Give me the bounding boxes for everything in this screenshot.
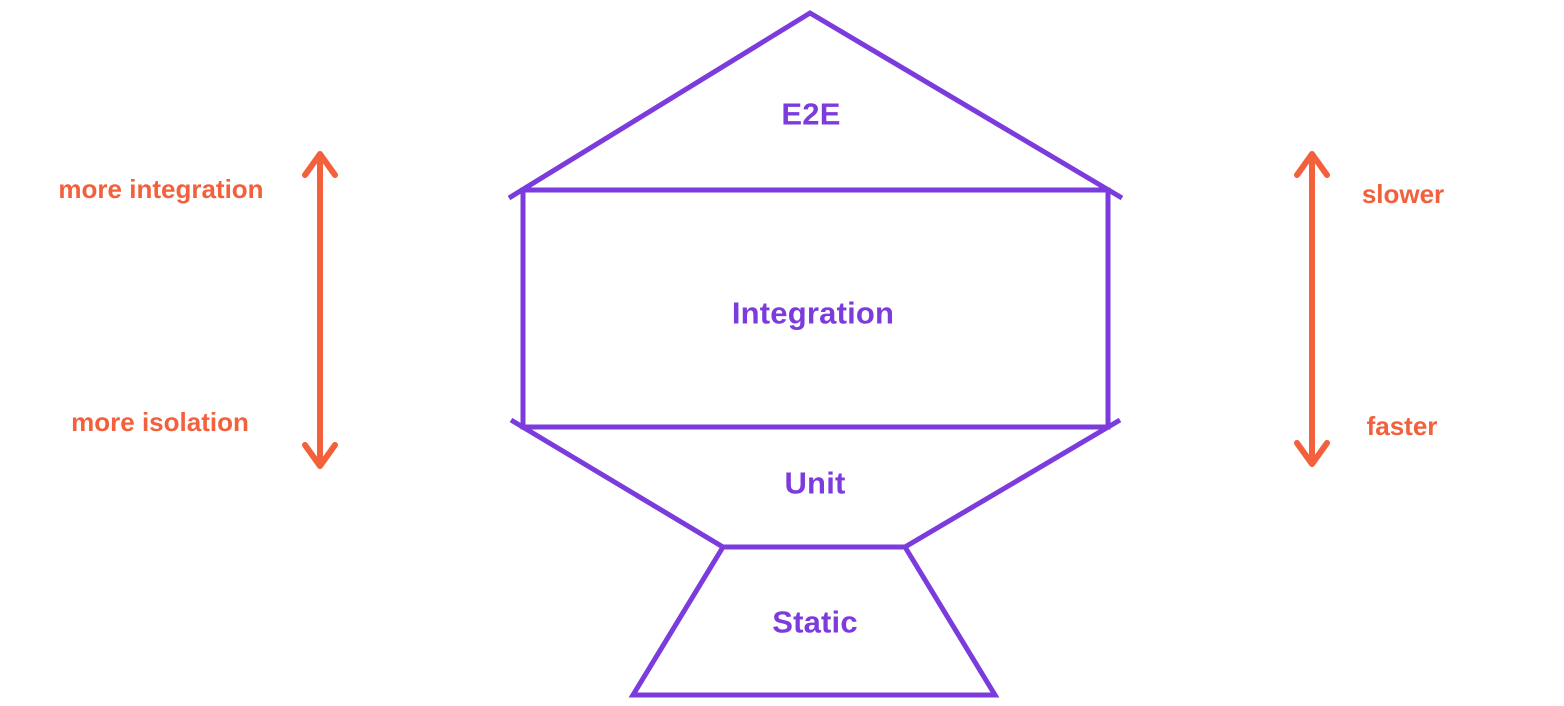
static-trapezoid-shape [628,544,1000,698]
left-arrow-up-icon [302,151,338,178]
slower-label: slower [1361,179,1445,209]
unit-label: Unit [784,465,846,501]
more-isolation-label: more isolation [71,407,249,437]
right-arrow-down-icon [1294,440,1330,467]
right-scale-arrow [1294,151,1330,467]
integration-label: Integration [731,295,895,331]
e2e-label: E2E [781,96,841,132]
static-label: Static [772,604,858,640]
e2e-triangle-shape [507,10,1124,201]
left-arrow-down-icon [302,442,338,469]
faster-label: faster [1366,411,1438,441]
right-arrow-up-icon [1294,151,1330,178]
left-scale-arrow [302,151,338,469]
more-integration-label: more integration [58,174,264,204]
